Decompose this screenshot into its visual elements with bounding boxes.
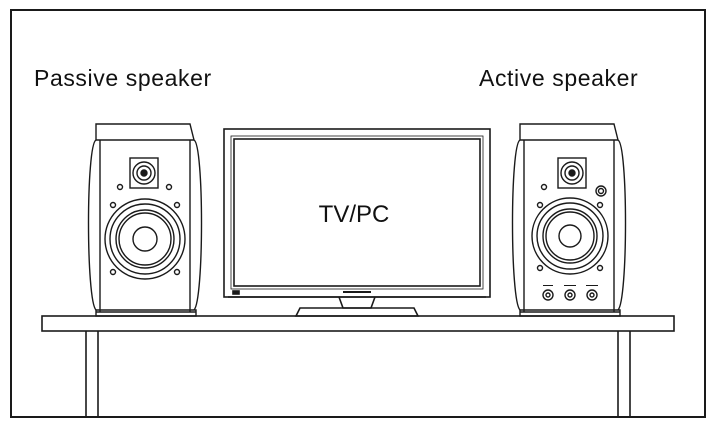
passive-woofer xyxy=(104,198,186,280)
passive-speaker-label: Passive speaker xyxy=(34,65,212,91)
active-speaker-label: Active speaker xyxy=(479,65,638,91)
active-tweeter xyxy=(557,157,587,189)
diagram-border xyxy=(10,9,706,418)
knob-markings xyxy=(543,285,598,286)
active-speaker xyxy=(511,123,627,317)
control-knobs xyxy=(542,289,598,301)
passive-tweeter xyxy=(129,157,159,189)
tv-monitor xyxy=(223,128,491,317)
power-indicator xyxy=(595,185,607,197)
tv-pc-label: TV/PC xyxy=(319,201,390,228)
passive-speaker xyxy=(87,123,203,317)
active-woofer xyxy=(531,197,609,275)
table xyxy=(41,315,675,416)
